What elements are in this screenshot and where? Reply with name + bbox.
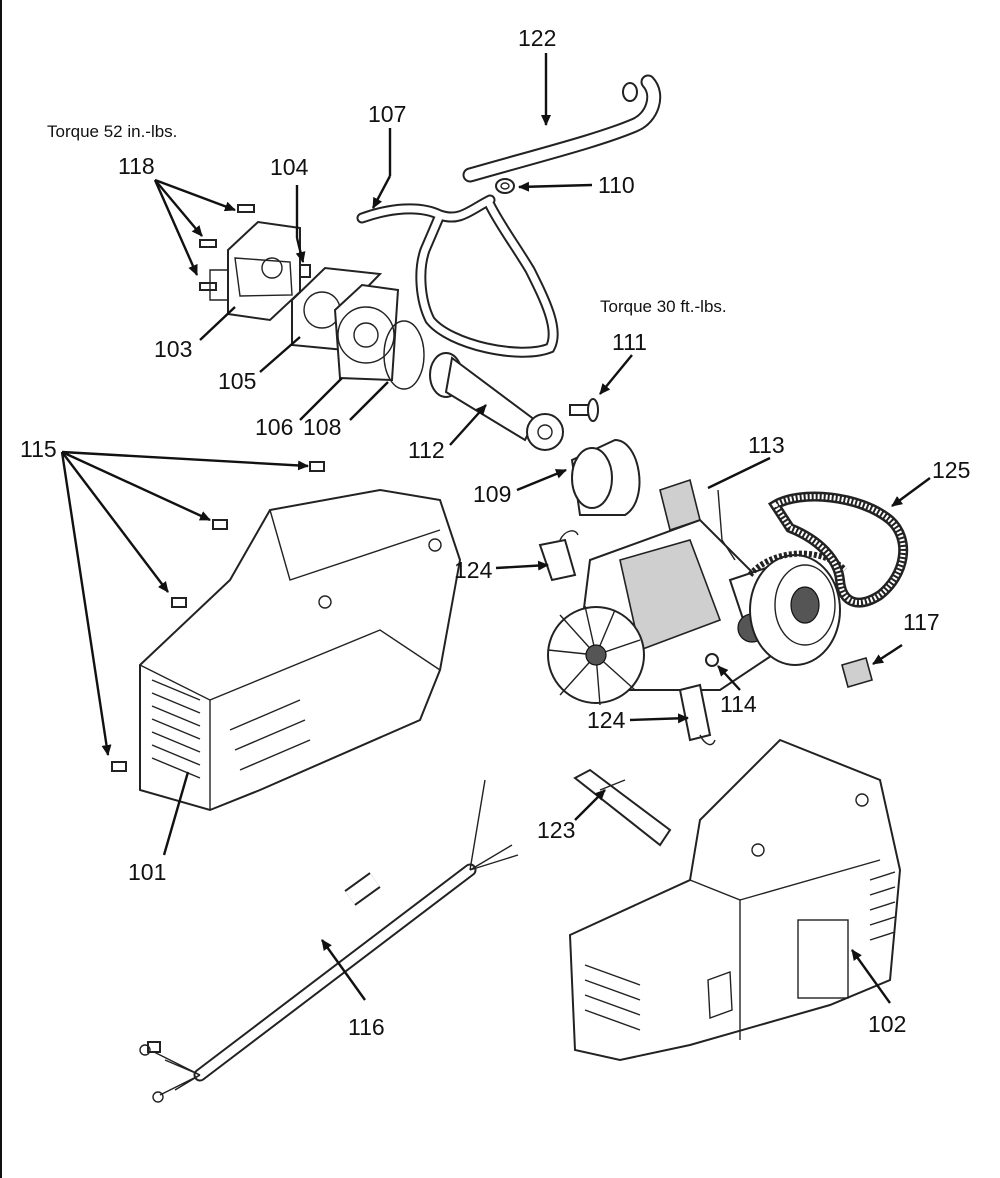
leader-lines [60,53,931,1004]
rod-bolt-part [569,398,599,422]
part-label-106: 106 [255,414,293,440]
torque-note-rod: Torque 30 ft.-lbs. [600,297,727,316]
connecting-rod-part [429,352,564,451]
part-label-102: 102 [868,1011,906,1037]
valve-plate-part [333,283,400,382]
small-nut-part [705,653,719,667]
part-label-101: 101 [128,859,166,885]
shroud-cover-part [568,738,902,1062]
power-cord-part [139,779,519,1103]
part-label-112: 112 [408,437,445,463]
pad-part [841,657,873,688]
part-label-115: 115 [20,436,57,462]
part-label-125: 125 [932,457,970,483]
part-label-117: 117 [903,609,940,635]
tube-loop-part [356,194,559,358]
shroud-screws-part [111,461,325,772]
clip-part [299,264,311,278]
part-label-122: 122 [518,25,556,51]
part-label-107: 107 [368,101,406,127]
motor-assembly-part [547,478,848,706]
part-label-124-upper: 124 [454,557,493,583]
part-label-109: 109 [473,481,511,507]
drive-belt-part [767,491,909,608]
shroud-base-part [139,488,462,812]
part-label-111: 111 [612,329,647,355]
part-label-118: 118 [118,153,155,179]
part-label-110: 110 [598,172,635,198]
part-label-123: 123 [537,817,575,843]
part-label-124-lower: 124 [587,707,626,733]
brush-lower-part [678,683,716,746]
part-label-104: 104 [270,154,309,180]
o-ring-part [383,320,425,390]
part-label-105: 105 [218,368,256,394]
brush-upper-part [538,530,579,582]
discharge-tube-part [462,74,662,183]
part-label-108: 108 [303,414,341,440]
torque-note-head: Torque 52 in.-lbs. [47,122,177,141]
part-label-113: 113 [748,432,785,458]
part-label-114: 114 [720,691,757,717]
nut-part [495,178,515,194]
part-label-103: 103 [154,336,192,362]
cylinder-head-part [209,220,301,322]
handle-grip-part [573,768,672,847]
head-screws-part [199,204,255,291]
part-label-116: 116 [348,1014,385,1040]
cylinder-sleeve-part [570,438,641,516]
